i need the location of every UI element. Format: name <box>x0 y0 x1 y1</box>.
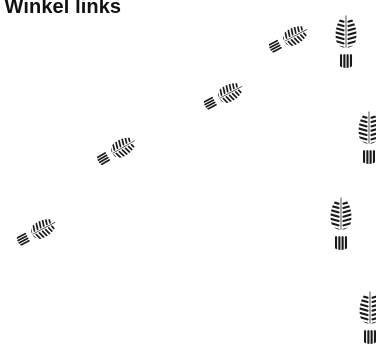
boot-print-icon <box>355 109 376 166</box>
boot-print-icon <box>91 130 142 172</box>
boot-print-icon <box>327 195 354 252</box>
boot-print-icon <box>263 19 314 60</box>
boot-print-icon <box>356 289 376 346</box>
boot-print-icon <box>11 212 62 253</box>
left-trail <box>11 19 314 253</box>
boot-print-icon <box>332 13 359 70</box>
boot-print-icon <box>198 76 249 117</box>
diagram-heading: r Winkel links <box>0 0 122 18</box>
right-trail <box>327 13 376 346</box>
